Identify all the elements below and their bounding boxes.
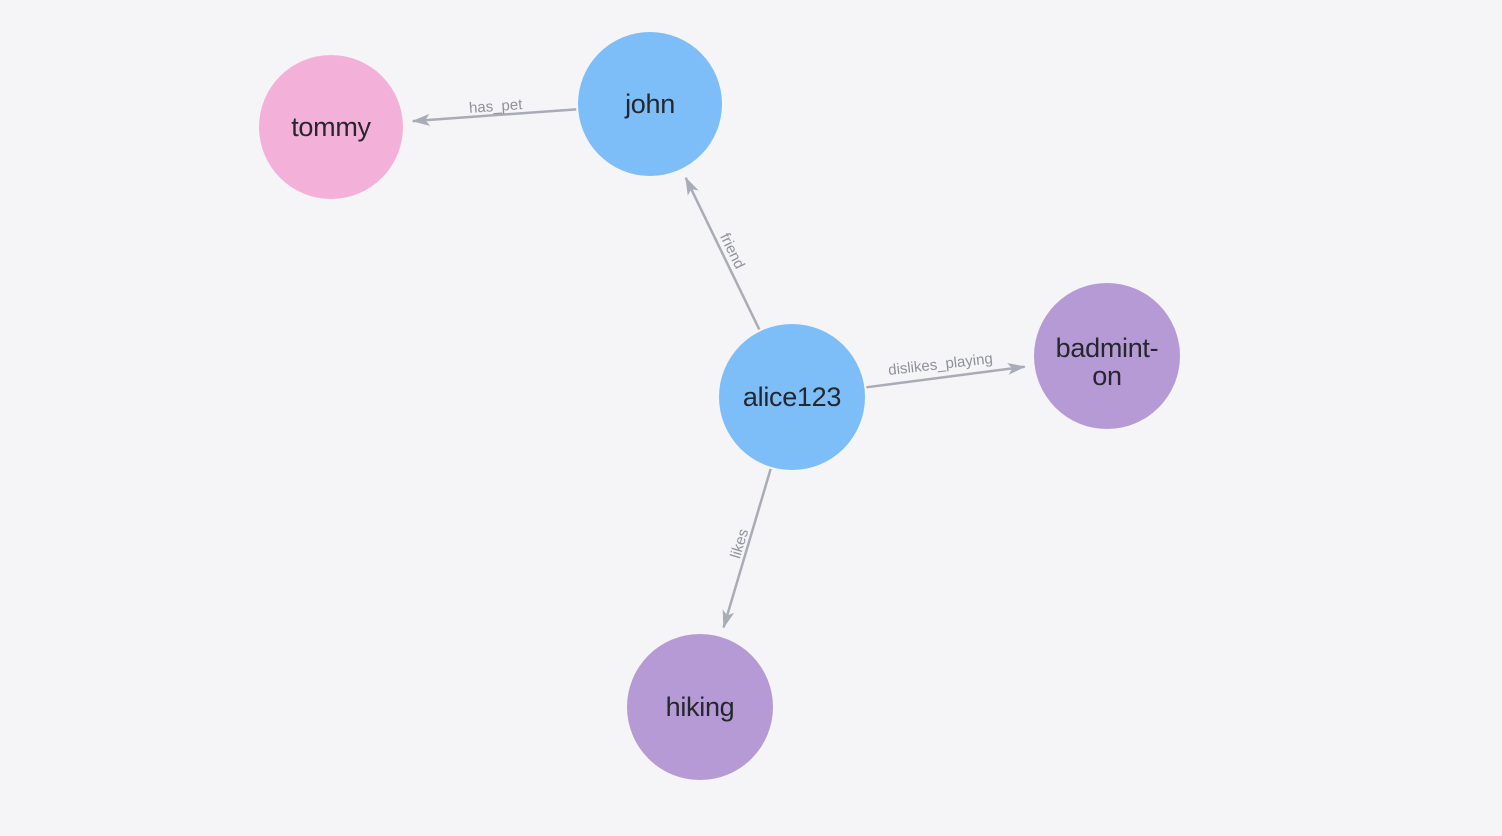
graph-node-john[interactable]: john [578,32,722,176]
edge-label[interactable]: dislikes_playing [887,350,993,379]
nodes-layer: tommy john alice123 badmint-on hiking [259,32,1180,780]
node-circle[interactable] [627,634,773,780]
graph-edge-dislikes_playing[interactable]: dislikes_playing [866,350,1026,389]
graph-edge-likes[interactable]: likes [722,468,772,629]
graph-node-hiking[interactable]: hiking [627,634,773,780]
edge-line[interactable] [411,108,577,126]
node-circle[interactable] [259,55,403,199]
graph-node-tommy[interactable]: tommy [259,55,403,199]
node-circle[interactable] [578,32,722,176]
node-circle[interactable] [719,324,865,470]
node-circle[interactable] [1034,283,1180,429]
edge-line[interactable] [684,176,761,331]
edge-label[interactable]: has_pet [468,96,523,117]
edge-line[interactable] [866,362,1026,389]
graph-node-badminton[interactable]: badmint-on [1034,283,1180,429]
edge-line[interactable] [722,468,772,629]
graph-edge-friend[interactable]: friend [684,176,761,331]
graph-edge-has_pet[interactable]: has_pet [411,96,577,126]
edge-label[interactable]: likes [727,527,752,561]
graph-node-alice123[interactable]: alice123 [719,324,865,470]
